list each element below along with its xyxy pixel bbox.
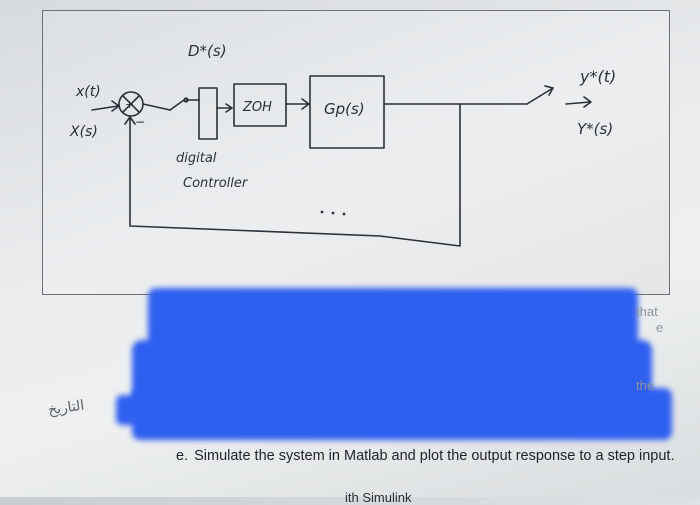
cut-off-line: ith Simulink [345,490,412,505]
controller-caption-2: Controller [183,176,249,191]
output-s-label: Y*(s) [577,120,613,138]
plus-sign: + [125,98,134,111]
question-label: e. [176,448,189,464]
question-text: Simulate the system in Matlab and plot t… [194,448,675,464]
output-time-label: y*(t) [579,67,616,86]
stray-dot-1 [320,210,324,214]
input-time-label: x(t) [75,84,101,100]
summing-junction-cross-2 [122,95,140,113]
plant-label: Gp(s) [324,100,365,118]
zoh-label: ZOH [242,100,272,115]
output-s-arrow-head [583,96,592,108]
output-switch [526,87,554,105]
output-switch-head [544,85,554,96]
diagram-frame [42,10,670,295]
question-e: e. Simulate the system in Matlab and plot… [176,448,676,465]
stray-dot-2 [331,211,335,215]
margin-note-the: the [636,378,655,393]
sampler-switch [169,99,185,111]
redaction-mark-left [116,395,156,425]
margin-note-e: e [656,320,664,335]
controller-tf-label: D*(s) [188,42,227,60]
controller-to-zoh-head [225,103,233,113]
feedback-arrow-head [124,116,136,125]
minus-sign: − [135,115,145,129]
margin-note-that: that [636,304,658,319]
plant-box [309,75,385,149]
input-arrow-line [91,105,119,111]
zoh-box [233,83,287,127]
controller-caption-1: digital [176,151,217,166]
digital-controller-box [198,87,218,140]
feedback-path [129,103,461,247]
redaction-mark-bottom [132,388,672,440]
output-s-arrow [565,101,591,105]
zoh-to-plant-head [301,98,310,110]
input-s-label: X(s) [69,124,98,140]
stray-dot-3 [342,212,346,216]
summer-to-switch-line [142,103,171,111]
